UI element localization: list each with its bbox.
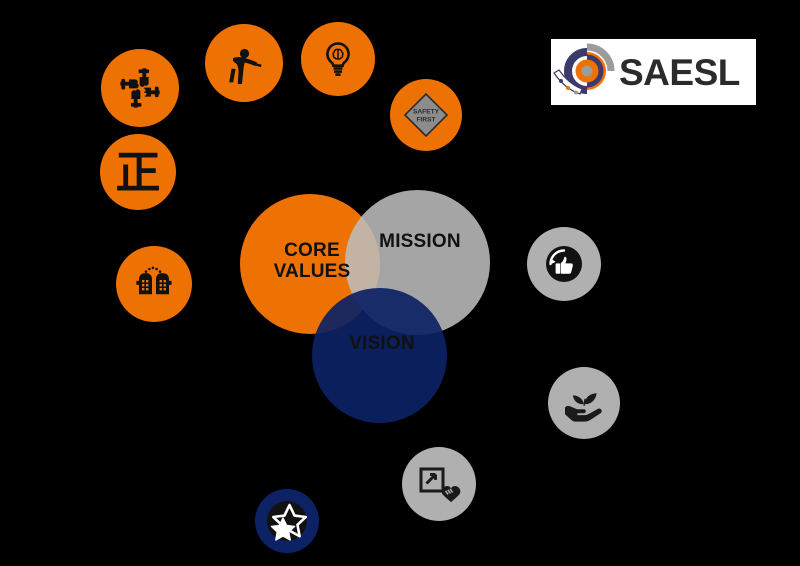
two-heads-sharing-icon xyxy=(131,264,177,304)
thumbs-up-circle-icon xyxy=(539,239,589,289)
icon-bubble-quality xyxy=(527,227,601,301)
icon-bubble-innovation xyxy=(301,22,375,96)
icon-bubble-integrity: 正 xyxy=(100,134,176,210)
double-star-icon xyxy=(264,498,310,544)
chinese-character-zheng-icon: 正 xyxy=(115,145,161,199)
saesl-logo-mark-icon xyxy=(551,41,623,103)
saesl-logo-wordmark: SAESL xyxy=(619,51,740,93)
icon-bubble-knowledge-sharing xyxy=(116,246,192,322)
icon-bubble-customer-care xyxy=(402,447,476,521)
saesl-logo: SAESL xyxy=(551,39,756,105)
person-bowing-icon xyxy=(223,42,265,84)
icon-bubble-safety: SAFETY FIRST xyxy=(390,79,462,151)
four-hands-teamwork-icon xyxy=(117,65,163,111)
icon-bubble-respect xyxy=(205,24,283,102)
hand-holding-plant-icon xyxy=(561,383,607,423)
safety-first-sign-icon: SAFETY FIRST xyxy=(400,89,452,141)
icon-bubble-sustainability xyxy=(548,367,620,439)
icon-bubble-teamwork xyxy=(101,49,179,127)
lightbulb-brain-icon xyxy=(318,39,358,79)
icon-bubble-excellence xyxy=(255,489,319,553)
safety-sign-line2: FIRST xyxy=(416,117,435,124)
safety-sign-line1: SAFETY xyxy=(413,109,440,116)
venn-circle-vision xyxy=(312,288,447,423)
delivery-heart-hand-icon xyxy=(415,461,463,507)
